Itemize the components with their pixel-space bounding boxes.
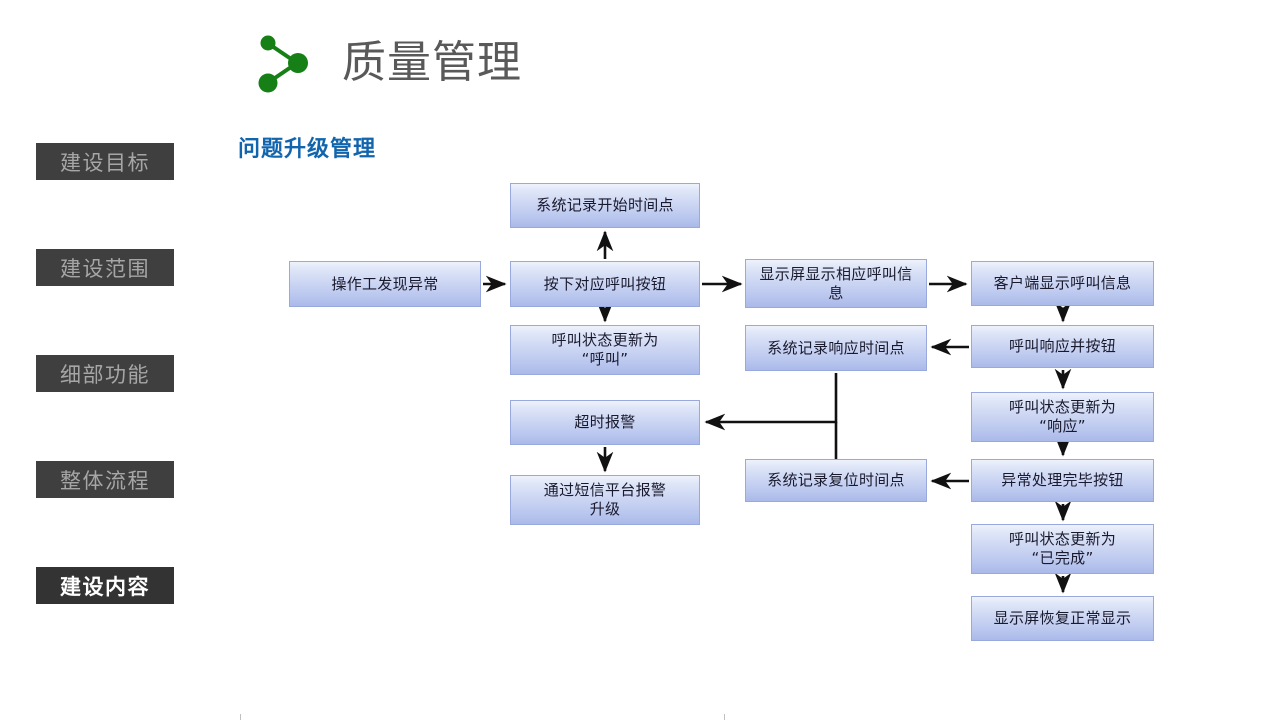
flow-node-system-record-response-time[interactable]: 系统记录响应时间点 [745, 325, 927, 371]
bottom-tick-right [724, 714, 725, 720]
bottom-tick-left [240, 714, 241, 720]
flow-node-label: 超时报警 [574, 413, 636, 431]
slide-header: 质量管理 [252, 28, 522, 98]
flow-node-label: 显示屏恢复正常显示 [993, 609, 1132, 627]
sidebar-item-zhengtiliucheng[interactable]: 整体流程 [36, 461, 174, 498]
flow-node-system-record-start-time[interactable]: 系统记录开始时间点 [510, 183, 700, 228]
flow-node-label: 呼叫状态更新为“响应” [1008, 398, 1117, 435]
flow-node-call-status-calling[interactable]: 呼叫状态更新为“呼叫” [510, 325, 700, 375]
sidebar-item-label: 整体流程 [60, 468, 150, 493]
flow-node-label: 呼叫响应并按钮 [1008, 337, 1117, 355]
sidebar-nav: 建设目标 建设范围 细部功能 整体流程 建设内容 [36, 143, 176, 604]
flow-node-display-returns-normal[interactable]: 显示屏恢复正常显示 [971, 596, 1154, 641]
flow-node-label: 呼叫状态更新为“已完成” [1008, 530, 1117, 567]
sidebar-item-jianshefanwei[interactable]: 建设范围 [36, 249, 174, 286]
flow-node-label: 呼叫状态更新为“呼叫” [551, 331, 659, 368]
flow-node-operator-finds-abnormality[interactable]: 操作工发现异常 [289, 261, 481, 307]
flow-node-display-shows-call-info[interactable]: 显示屏显示相应呼叫信息 [745, 259, 927, 308]
flow-node-sms-platform-escalation[interactable]: 通过短信平台报警升级 [510, 475, 700, 525]
flow-node-label: 按下对应呼叫按钮 [543, 274, 667, 293]
flow-node-timeout-alarm[interactable]: 超时报警 [510, 400, 700, 445]
flow-node-respond-and-press-button[interactable]: 呼叫响应并按钮 [971, 325, 1154, 368]
flow-node-label: 系统记录复位时间点 [767, 471, 905, 489]
sidebar-item-xibugongneng[interactable]: 细部功能 [36, 355, 174, 392]
sidebar-item-label: 细部功能 [60, 362, 150, 387]
share-network-icon [258, 35, 308, 93]
flow-node-call-status-responded[interactable]: 呼叫状态更新为“响应” [971, 392, 1154, 442]
flow-node-press-call-button[interactable]: 按下对应呼叫按钮 [510, 261, 700, 307]
sidebar-item-label: 建设范围 [60, 256, 150, 281]
sidebar-item-jianshemubiao[interactable]: 建设目标 [36, 143, 174, 180]
sidebar-item-label: 建设内容 [60, 574, 150, 599]
flow-node-label: 系统记录响应时间点 [767, 338, 905, 357]
section-subtitle: 问题升级管理 [238, 137, 377, 162]
page-title: 质量管理 [342, 37, 522, 88]
flow-node-label: 异常处理完毕按钮 [1001, 471, 1124, 489]
flow-node-label: 显示屏显示相应呼叫信息 [759, 264, 913, 302]
flow-node-call-status-completed[interactable]: 呼叫状态更新为“已完成” [971, 524, 1154, 574]
flow-node-label: 客户端显示呼叫信息 [993, 274, 1132, 292]
sidebar-item-label: 建设目标 [60, 150, 150, 175]
flow-node-label: 通过短信平台报警升级 [543, 481, 667, 518]
sidebar-item-jianshe-neirong[interactable]: 建设内容 [36, 567, 174, 604]
flow-node-abnormality-handled-button[interactable]: 异常处理完毕按钮 [971, 459, 1154, 502]
flow-node-system-record-reset-time[interactable]: 系统记录复位时间点 [745, 459, 927, 502]
flow-node-client-shows-call-info[interactable]: 客户端显示呼叫信息 [971, 261, 1154, 306]
flow-node-label: 系统记录开始时间点 [536, 196, 674, 214]
flow-node-label: 操作工发现异常 [331, 274, 439, 293]
